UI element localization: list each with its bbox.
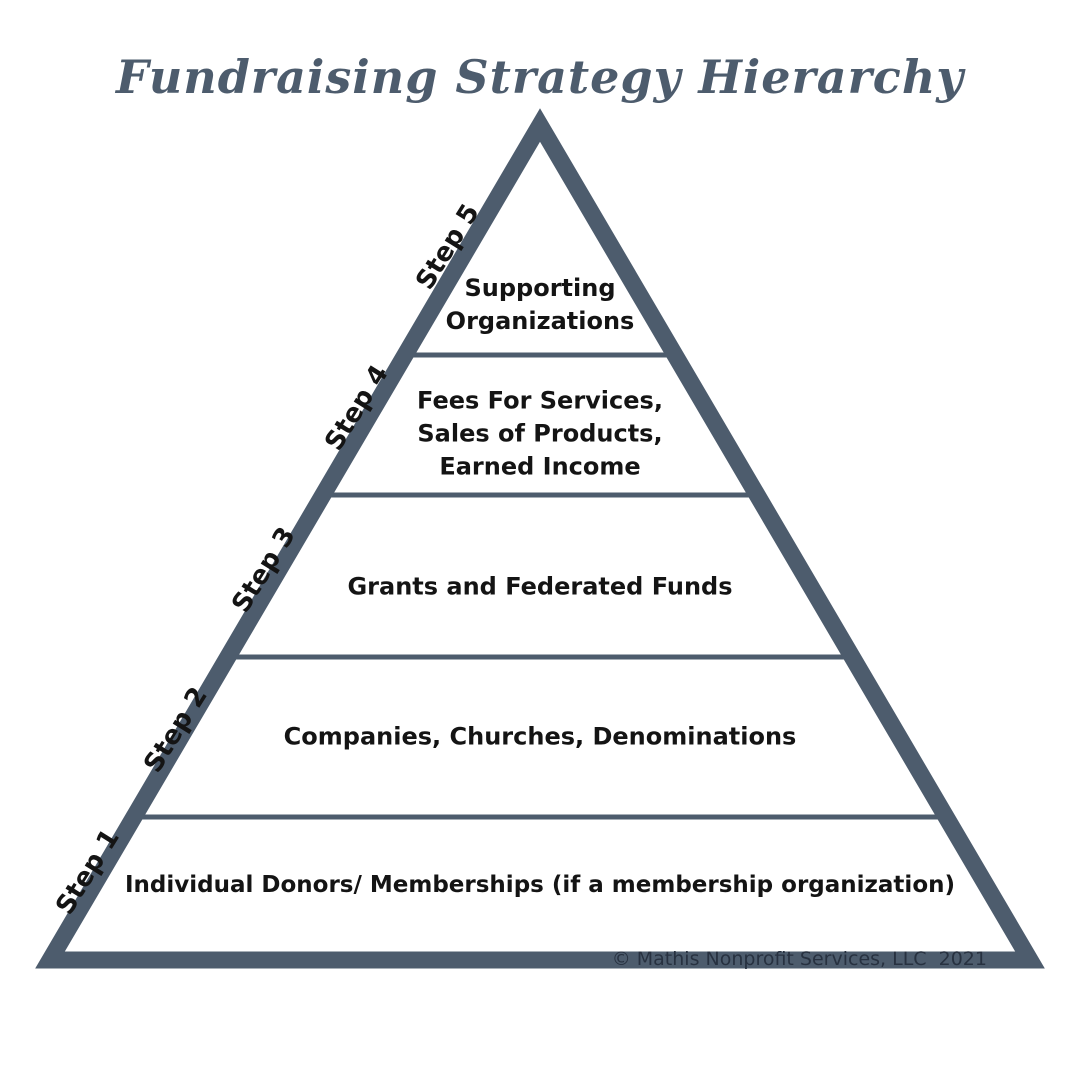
level-text-step5: Supporting Organizations [445, 273, 635, 335]
pyramid-outline [35, 108, 1045, 969]
level-text-step2: Companies, Churches, Denominations [283, 722, 797, 751]
copyright-notice: © Mathis Nonprofit Services, LLC 2021 [611, 948, 987, 970]
level-text-step3: Grants and Federated Funds [347, 572, 733, 601]
level-text-step4: Fees For Services, Sales of Products, Ea… [417, 386, 663, 481]
level-text-step1: Individual Donors/ Memberships (if a mem… [124, 872, 956, 899]
diagram-title: Fundraising Strategy Hierarchy [115, 50, 964, 104]
